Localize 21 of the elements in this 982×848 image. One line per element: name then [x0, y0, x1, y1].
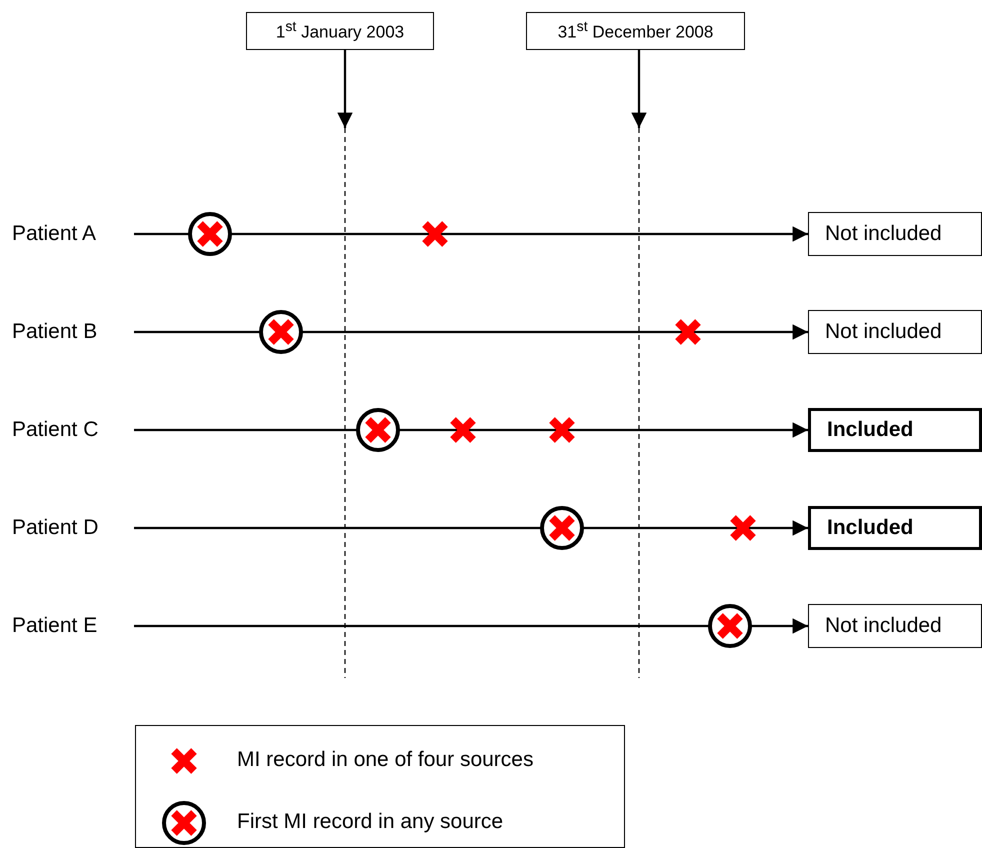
outcome-box: Not included: [808, 310, 982, 354]
outcome-box: Included: [808, 506, 982, 550]
patient-label: Patient E: [12, 612, 130, 640]
arrow: [134, 618, 808, 634]
arrow: [134, 226, 808, 242]
outcome-box: Not included: [808, 604, 982, 648]
arrow: [631, 50, 647, 128]
outcome-box: Not included: [808, 212, 982, 256]
patient-label: Patient C: [12, 416, 130, 444]
outcome-box: Included: [808, 408, 982, 452]
patient-label: Patient D: [12, 514, 130, 542]
date-box: 31$^{st}$ December 2008: [526, 12, 745, 50]
date-box: 1$^{st}$ January 2003: [246, 12, 434, 50]
patient-label: Patient A: [12, 220, 130, 248]
legend-text: MI record in one of four sources: [237, 748, 534, 772]
patient-label: Patient B: [12, 318, 130, 346]
arrow: [134, 520, 808, 536]
arrow: [134, 422, 808, 438]
legend-text: First MI record in any source: [237, 810, 504, 834]
arrow: [337, 50, 353, 128]
arrow: [134, 324, 808, 340]
